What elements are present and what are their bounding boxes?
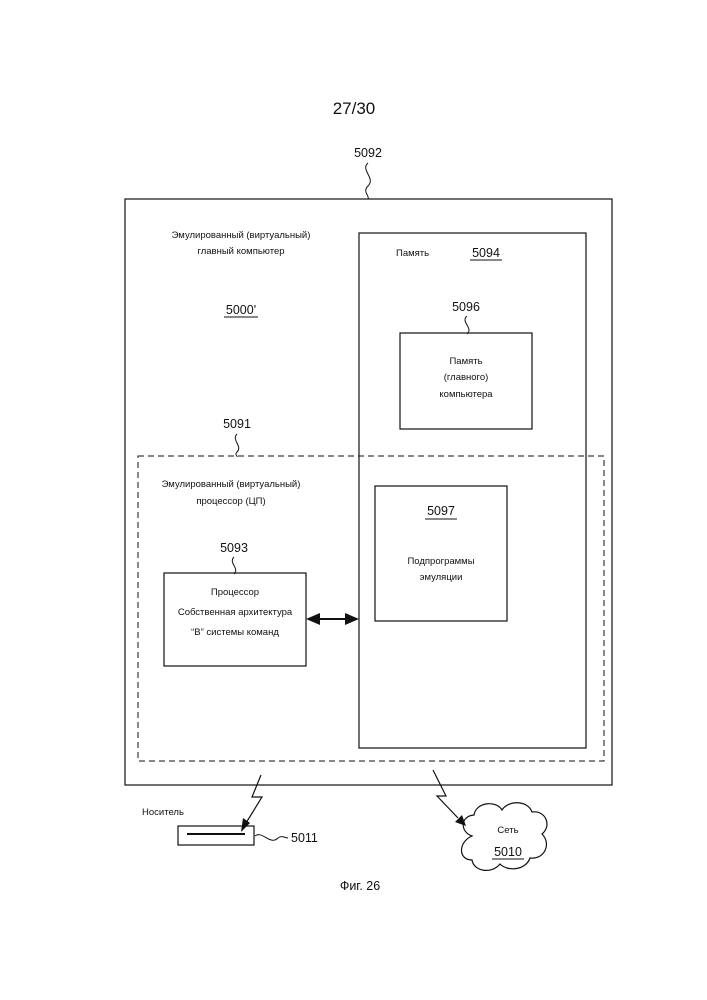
host-memory-line1: Память <box>449 356 482 367</box>
cpu-ref: 5091 <box>223 417 251 431</box>
network-ref: 5010 <box>494 845 522 859</box>
host-id: 5000' <box>226 303 256 317</box>
network-label: Сеть <box>497 825 518 836</box>
host-label-line2: главный компьютер <box>197 246 284 257</box>
arrow-head-left <box>306 613 320 625</box>
host-memory-line2: (главного) <box>444 372 489 383</box>
memory-ref: 5094 <box>472 246 500 260</box>
native-processor-line2: Собственная архитектура <box>178 607 293 618</box>
native-processor-line1: Процессор <box>211 587 259 598</box>
arrow-head-right <box>345 613 359 625</box>
emulation-ref: 5097 <box>427 504 455 518</box>
host-memory-line3: компьютера <box>439 389 493 400</box>
native-processor-leader-line <box>232 557 235 574</box>
host-memory-ref: 5096 <box>452 300 480 314</box>
medium-lightning-icon <box>246 775 262 823</box>
host-label-line1: Эмулированный (виртуальный) <box>172 230 311 241</box>
host-box <box>125 199 612 785</box>
medium-label: Носитель <box>142 807 184 818</box>
medium-leader-line <box>255 835 288 841</box>
host-ref: 5092 <box>354 146 382 160</box>
emulation-line2: эмуляции <box>420 572 463 583</box>
host-leader-line <box>366 163 371 199</box>
host-memory-leader-line <box>465 316 469 334</box>
cpu-leader-line <box>235 434 238 457</box>
figure-caption: Фиг. 26 <box>340 879 380 893</box>
cpu-line1: Эмулированный (виртуальный) <box>162 479 301 490</box>
page-number: 27/30 <box>333 99 376 118</box>
emulation-line1: Подпрограммы <box>407 556 474 567</box>
native-processor-ref: 5093 <box>220 541 248 555</box>
native-processor-line3: “B” системы команд <box>191 627 279 638</box>
memory-label: Память <box>396 248 429 259</box>
medium-ref: 5011 <box>291 831 318 845</box>
cpu-line2: процессор (ЦП) <box>196 496 265 507</box>
medium-lightning-arrow-tip <box>241 818 250 832</box>
network-lightning-icon <box>433 770 458 818</box>
network-cloud-icon <box>462 803 547 871</box>
